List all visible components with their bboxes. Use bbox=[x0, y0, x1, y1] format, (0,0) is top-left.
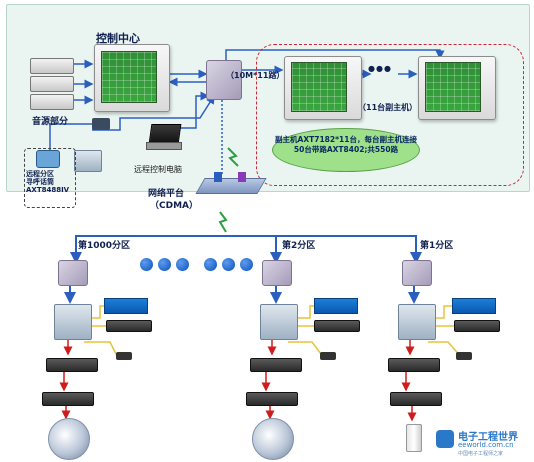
sub-hosts-note: 副主机AXT7182*11台，每台副主机连接50台带路AXT8402;共550路 bbox=[272, 128, 420, 172]
sub-hosts-label: （11台副主机） bbox=[358, 103, 418, 112]
zone-controller bbox=[398, 304, 436, 340]
zone-label: 第1000分区 bbox=[78, 241, 131, 251]
remote-terminal-label: 远程分区 寻呼话筒 AXT8488IV bbox=[26, 170, 70, 194]
control-center-title: 控制中心 bbox=[96, 32, 140, 45]
zone-amplifier bbox=[106, 320, 152, 332]
ellipsis-dot bbox=[222, 258, 235, 271]
audio-source-unit-2 bbox=[30, 76, 74, 92]
ceiling-speaker-icon bbox=[252, 418, 294, 460]
zone-display-panel bbox=[452, 298, 496, 314]
audio-source-unit-3 bbox=[30, 94, 74, 110]
main-control-monitor bbox=[94, 44, 170, 112]
remote-terminal-device bbox=[36, 150, 60, 168]
paging-microphone-icon bbox=[320, 352, 336, 360]
ellipsis-dot bbox=[204, 258, 217, 271]
network-node-icon bbox=[238, 172, 246, 182]
ellipsis-dot bbox=[176, 258, 189, 271]
paging-console bbox=[74, 150, 102, 172]
ellipsis-dot bbox=[140, 258, 153, 271]
zone-power-amplifier bbox=[246, 392, 298, 406]
zone-switch bbox=[402, 260, 432, 286]
sub-host-monitor-2 bbox=[418, 56, 496, 120]
remote-terminal-box bbox=[24, 148, 76, 208]
zone-amplifier bbox=[454, 320, 500, 332]
zone-switch bbox=[58, 260, 88, 286]
zone-power-amplifier bbox=[46, 358, 98, 372]
center-network-switch bbox=[206, 60, 242, 100]
laptop-label: 远程控制电脑 bbox=[134, 165, 182, 174]
network-platform-icon bbox=[195, 178, 267, 194]
zone-controller bbox=[54, 304, 92, 340]
zone-power-amplifier bbox=[42, 392, 94, 406]
zone-label: 第2分区 bbox=[282, 241, 316, 251]
sub-hosts-area bbox=[256, 44, 524, 186]
zone-power-amplifier bbox=[390, 392, 442, 406]
zone-amplifier bbox=[314, 320, 360, 332]
zone-label: 第1分区 bbox=[420, 241, 454, 251]
audio-source-unit-1 bbox=[30, 58, 74, 74]
zone-display-panel bbox=[314, 298, 358, 314]
zone-power-amplifier bbox=[250, 358, 302, 372]
cdma-label: （CDMA） bbox=[150, 201, 198, 211]
ceiling-speaker-icon bbox=[48, 418, 90, 460]
laptop-base bbox=[146, 142, 182, 150]
zone-display-panel bbox=[104, 298, 148, 314]
paging-microphone-icon bbox=[456, 352, 472, 360]
audio-source-label: 音源部分 bbox=[32, 117, 69, 127]
laptop-screen bbox=[148, 124, 182, 144]
watermark-url: eeworld.com.cn bbox=[458, 441, 514, 449]
watermark-brand: 电子工程世界 bbox=[458, 432, 518, 443]
column-speaker-icon bbox=[406, 424, 422, 452]
zone-controller bbox=[260, 304, 298, 340]
zone-switch bbox=[262, 260, 292, 286]
zone-power-amplifier bbox=[388, 358, 440, 372]
watermark-tagline: 中国电子工程师之家 bbox=[458, 451, 504, 457]
network-platform-label: 网络平台 bbox=[148, 189, 185, 199]
ellipsis-dot bbox=[158, 258, 171, 271]
link-label: （10M*11路） bbox=[226, 71, 285, 80]
control-device bbox=[92, 118, 110, 130]
paging-microphone-icon bbox=[116, 352, 132, 360]
sub-host-monitor-1 bbox=[284, 56, 362, 120]
sub-hosts-ellipsis: ●●● bbox=[368, 64, 392, 73]
watermark-logo-icon bbox=[436, 430, 454, 448]
ellipsis-dot bbox=[240, 258, 253, 271]
network-node-icon bbox=[214, 172, 222, 182]
watermark: 电子工程世界 eeworld.com.cn 中国电子工程师之家 bbox=[436, 426, 528, 458]
